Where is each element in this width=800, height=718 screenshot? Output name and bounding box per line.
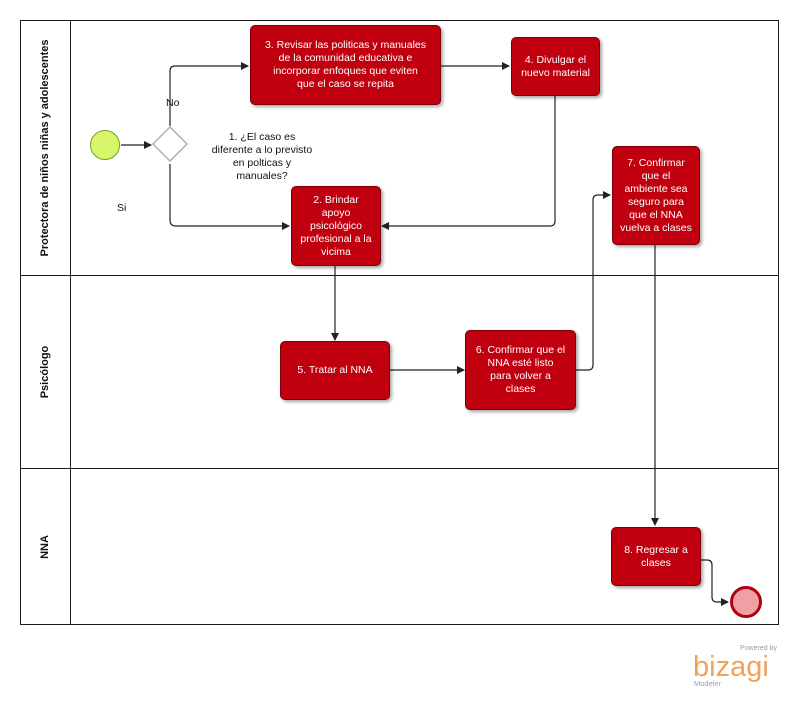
task-brindar-apoyo[interactable]: 2. Brindar apoyo psicológico profesional…: [291, 186, 381, 266]
bizagi-watermark: Powered by bizagi Modeler: [690, 645, 780, 690]
end-event[interactable]: [730, 586, 762, 618]
task-label: 8. Regresar a clases: [624, 543, 688, 569]
flow-task6-to-task7: [576, 191, 611, 371]
flow-task8-to-end: [701, 559, 729, 606]
task-label: 6. Confirmar que el NNA esté listo para …: [475, 344, 566, 395]
watermark-powered-by: Powered by: [740, 645, 777, 652]
lane-header-nna: NNA: [20, 468, 71, 625]
task-confirmar-listo[interactable]: 6. Confirmar que el NNA esté listo para …: [465, 330, 576, 410]
lane-header-protectora: Protectora de niños niñas y adolescentes: [20, 20, 71, 275]
task-label: 3. Revisar las politicas y manuales de l…: [264, 39, 427, 90]
task-label: 5. Tratar al NNA: [297, 364, 373, 376]
lane-divider: [20, 468, 779, 469]
task-label: 4. Divulgar el nuevo material: [521, 53, 590, 79]
task-label: 2. Brindar apoyo psicológico profesional…: [300, 193, 372, 258]
task-revisar-politicas[interactable]: 3. Revisar las politicas y manuales de l…: [250, 25, 441, 105]
exclusive-gateway[interactable]: [152, 126, 188, 162]
gateway-no-label: No: [166, 97, 180, 109]
task-confirmar-ambiente[interactable]: 7. Confirmar que el ambiente sea seguro …: [612, 146, 700, 245]
process-pool: [20, 20, 779, 625]
lane-header-psicologo: Psicólogo: [20, 275, 71, 468]
task-label: 7. Confirmar que el ambiente sea seguro …: [620, 156, 692, 234]
lane-divider: [20, 275, 779, 276]
gateway-question: 1. ¿El caso es diferente a lo previsto e…: [211, 131, 313, 182]
task-regresar-clases[interactable]: 8. Regresar a clases: [611, 527, 701, 586]
start-event[interactable]: [90, 130, 120, 160]
task-divulgar-material[interactable]: 4. Divulgar el nuevo material: [511, 37, 600, 96]
gateway-yes-label: Si: [117, 202, 127, 214]
watermark-brand: bizagi: [693, 651, 769, 683]
watermark-product: Modeler: [694, 679, 722, 688]
flow-gateway-no-to-task3: [169, 62, 249, 126]
task-tratar-nna[interactable]: 5. Tratar al NNA: [280, 341, 390, 400]
flow-task4-to-task2: [381, 96, 556, 230]
flow-gateway-si-to-task2: [169, 164, 290, 230]
